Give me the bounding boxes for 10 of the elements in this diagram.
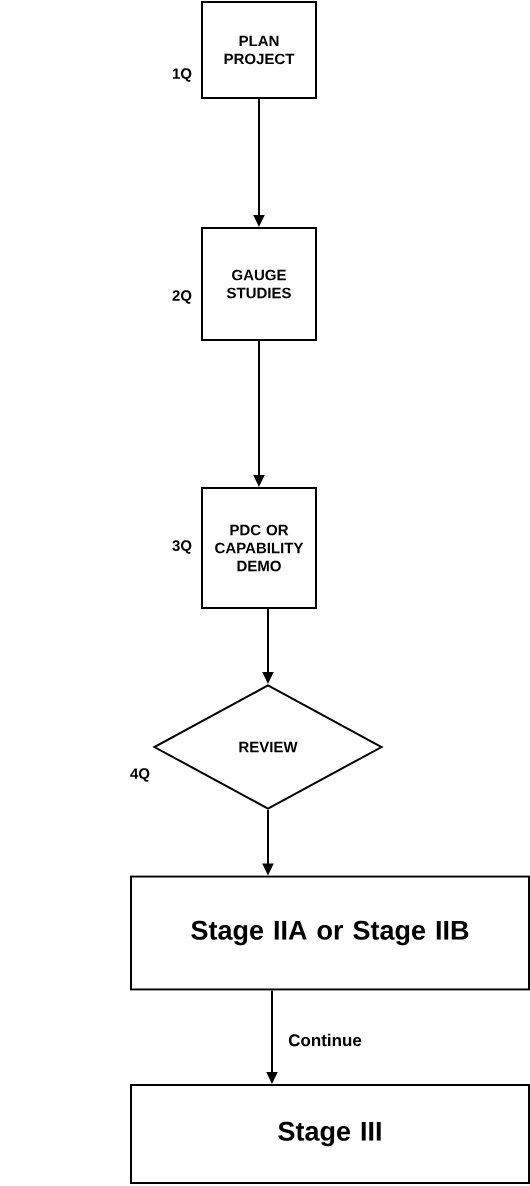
process-box: Stage III [130, 1084, 530, 1184]
process-box: GAUGE STUDIES [201, 227, 317, 341]
process-box: PLAN PROJECT [201, 1, 317, 99]
edge-label: Continue [287, 1032, 363, 1048]
stage-label: 1Q [172, 68, 192, 82]
stage-label: 2Q [172, 290, 192, 304]
stage-label: 3Q [172, 540, 192, 554]
process-box: Stage IIA or Stage IIB [130, 875, 530, 991]
stage-label: 4Q [130, 768, 150, 782]
process-box: PDC OR CAPABILITY DEMO [201, 487, 317, 609]
